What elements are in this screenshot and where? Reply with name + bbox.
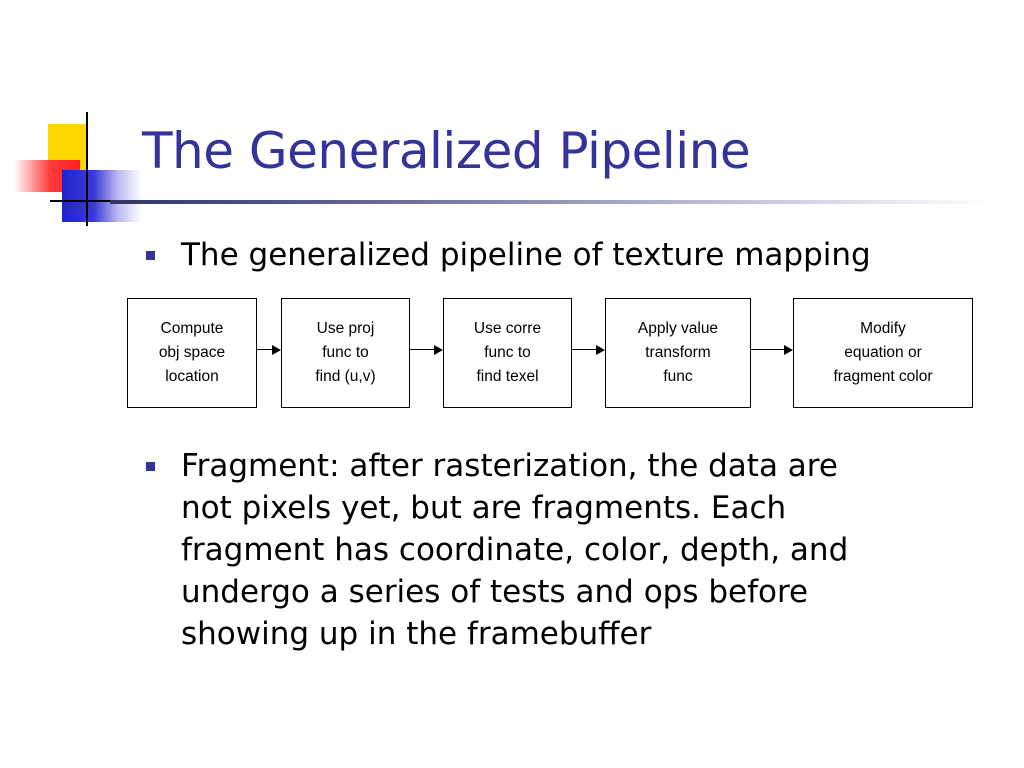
pipeline-stage-modify: Modify equation or fragment color	[793, 298, 973, 408]
arrow-icon	[257, 344, 281, 356]
pipeline-stage-value-transform: Apply value transform func	[605, 298, 751, 408]
arrow-icon	[751, 344, 793, 356]
stage-line: location	[165, 368, 219, 385]
arrow-icon	[410, 344, 443, 356]
stage-line: func	[663, 368, 693, 385]
pipeline-stage-projector: Use proj func to find (u,v)	[281, 298, 410, 408]
stage-line: Modify	[860, 320, 906, 337]
bullet-marker-icon	[146, 251, 155, 260]
title-underline	[110, 200, 990, 204]
pipeline-stage-compute: Compute obj space location	[127, 298, 257, 408]
stage-line: find (u,v)	[315, 368, 376, 385]
bullet-marker-icon	[146, 462, 155, 471]
bullet-line: showing up in the framebuffer	[181, 616, 652, 652]
logo-graphic	[0, 0, 150, 240]
bullet-line: Fragment: after rasterization, the data …	[181, 448, 838, 484]
bullet-line: The generalized pipeline of texture mapp…	[181, 237, 871, 273]
pipeline-stage-corresponder: Use corre func to find texel	[443, 298, 572, 408]
stage-line: find texel	[476, 368, 539, 385]
stage-line: fragment color	[833, 368, 933, 385]
stage-line: equation or	[844, 344, 922, 361]
logo-vertical-line	[86, 112, 88, 226]
logo-blue-square	[62, 170, 142, 222]
arrow-icon	[572, 344, 605, 356]
stage-line: Use proj	[316, 320, 375, 337]
stage-line: func to	[322, 344, 369, 361]
bullet-line: undergo a series of tests and ops before	[181, 574, 809, 610]
slide-title: The Generalized Pipeline	[142, 122, 751, 180]
bullet-line: not pixels yet, but are fragments. Each	[181, 490, 787, 526]
stage-line: func to	[484, 344, 531, 361]
stage-line: obj space	[158, 344, 226, 361]
stage-line: transform	[645, 344, 711, 361]
stage-line: Use corre	[473, 320, 542, 337]
logo-horizontal-line	[50, 200, 110, 202]
bullet-text: The generalized pipeline of texture mapp…	[181, 234, 871, 276]
stage-line: Apply value	[637, 320, 719, 337]
stage-line: Compute	[160, 320, 224, 337]
bullet-line: fragment has coordinate, color, depth, a…	[181, 532, 849, 568]
bullet-text: Fragment: after rasterization, the data …	[181, 445, 848, 655]
